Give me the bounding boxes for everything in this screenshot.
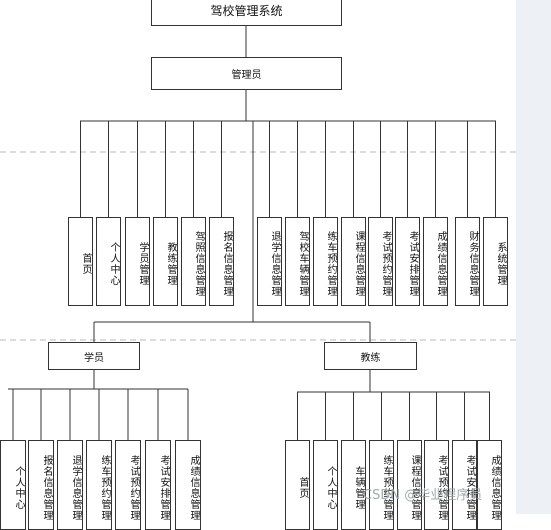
admin-module-11: 考试预约管理 xyxy=(368,217,393,306)
admin-module-2: 个人中心 xyxy=(96,217,121,306)
student-module-5: 考试预约管理 xyxy=(115,440,141,530)
admin-module-8: 驾校车辆管理 xyxy=(285,217,310,306)
student-node: 学员 xyxy=(48,342,140,370)
admin-module-12: 考试安排管理 xyxy=(395,217,420,306)
coach-module-2: 个人中心 xyxy=(313,440,338,530)
student-module-2: 报名信息管理 xyxy=(28,440,54,530)
admin-module-14: 财务信息管理 xyxy=(455,217,480,306)
admin-module-3: 学员管理 xyxy=(125,217,150,306)
admin-module-5: 驾照信息管理 xyxy=(181,217,206,306)
admin-node: 管理员 xyxy=(151,57,342,90)
watermark: CSDN @毕业程序员 xyxy=(363,488,483,503)
student-module-6: 考试安排管理 xyxy=(145,440,171,530)
coach-module-1: 首页 xyxy=(285,440,310,530)
right-side-strip xyxy=(516,0,551,514)
student-module-3: 退学信息管理 xyxy=(57,440,83,530)
student-module-1: 个人中心 xyxy=(0,440,26,530)
admin-module-6: 报名信息管理 xyxy=(209,217,234,306)
root-node: 驾校管理系统 xyxy=(151,0,342,26)
student-module-7: 成绩信息管理 xyxy=(175,440,201,530)
admin-module-15: 系统管理 xyxy=(483,217,508,306)
admin-module-13: 成绩信息管理 xyxy=(423,217,448,306)
admin-module-4: 教练管理 xyxy=(153,217,178,306)
student-module-4: 练车预约管理 xyxy=(86,440,112,530)
admin-module-7: 退学信息管理 xyxy=(257,217,282,306)
admin-module-10: 课程信息管理 xyxy=(341,217,366,306)
coach-node: 教练 xyxy=(324,342,417,370)
connector-lines xyxy=(0,26,516,440)
admin-module-9: 练车预约管理 xyxy=(313,217,338,306)
admin-module-1: 首页 xyxy=(68,217,93,306)
